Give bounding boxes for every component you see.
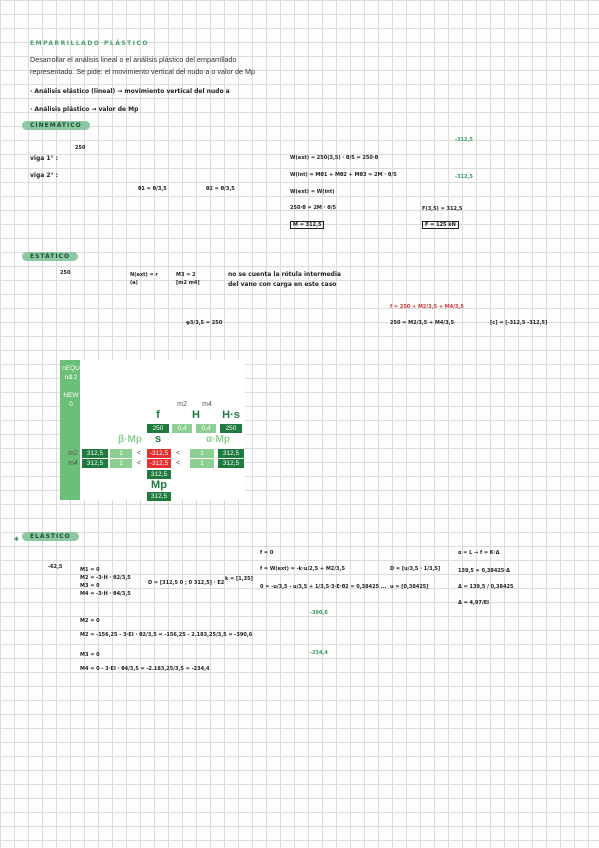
el-c5: u = [0,38425]	[390, 584, 429, 590]
cin-force: F(3,5) = 312,5	[422, 206, 463, 212]
cin-eq-3: W(ext) = W(int)	[290, 189, 335, 195]
est-eq-d: [c] = [-312,5 -312,5]	[490, 320, 548, 326]
sheet-f-value: 250	[147, 424, 169, 433]
sheet-row1-beta: 312,5	[82, 449, 108, 458]
sheet-row2-label: m4	[68, 460, 78, 467]
el-a4: M4 = -3·H · θ4/3,5	[80, 591, 131, 597]
sheet-row1-s: -312,5	[147, 449, 171, 458]
est-note-3: no se cuenta la rótula intermedia	[228, 271, 341, 278]
cin-result: M = 312,5	[290, 221, 325, 230]
el-c2: f = W(ext) = -k·u/2,5 + M2/3,5	[260, 566, 345, 572]
sheet-h-m2: 0,4	[172, 424, 192, 433]
el-c3: 0 = -u/3,5 - u/3,5 + 1/3,5·3·E·θ2 = 0,38…	[260, 584, 387, 590]
el-k: k = [1,35]	[225, 576, 253, 582]
viga-1-label: viga 1° :	[30, 155, 59, 162]
bullet-plastic: · Análisis plástico → valor de Mp	[30, 106, 139, 113]
section-estatico: ESTÁTICO	[22, 252, 79, 261]
plot-label-1: -312,5	[455, 137, 473, 143]
cin-eq-4: 250·θ = 2M · θ/5	[290, 205, 337, 211]
sheet-row2-alpha: 312,5	[218, 459, 244, 468]
sheet-row1-alpha-coef: 1	[190, 449, 214, 458]
sheet-row1-alpha: 312,5	[218, 449, 244, 458]
sheet-row2-alpha-coef: 1	[190, 459, 214, 468]
el-c1: f = 0	[260, 550, 274, 556]
el-d1: α = L → f = K·Δ	[458, 550, 500, 556]
est-note-1b: (a)	[130, 280, 138, 286]
sheet-sum: 312,5	[147, 470, 171, 479]
section-elastico: ELÁSTICO	[22, 532, 79, 541]
el-b3: M3 = 0	[80, 652, 100, 658]
sheet-alpha-header: α·Mp	[206, 434, 230, 445]
sheet-h-m4: 0,4	[196, 424, 216, 433]
el-d4: Δ = 4,97/EI	[458, 600, 489, 606]
intro-line-1: Desarrollar el análisis lineal o el anál…	[30, 55, 237, 64]
page-title: EMPARRILLADO PLÁSTICO	[30, 40, 150, 47]
sheet-hs-header: H·s	[222, 409, 240, 421]
cin-eq-1: W(ext) = 250(3,5) · θ/5 = 250·θ	[290, 155, 379, 161]
el-a2: M2 = -3·H · θ2/3,5	[80, 575, 131, 581]
el-a3: M3 = 0	[80, 583, 100, 589]
sheet-beta-header: β·Mp	[118, 434, 142, 445]
sheet-side-3: NEW 0	[63, 392, 79, 408]
sheet-side-1: nEQU 1	[62, 365, 80, 381]
viga-2-label: viga 2° :	[30, 172, 59, 179]
sheet-side-column	[60, 360, 80, 500]
sheet-m4-header: m4	[202, 401, 212, 408]
sheet-m2-header: m2	[177, 401, 187, 408]
el-c4: D = [u/3,5 · 1/3,5]	[390, 566, 441, 572]
el-label-234: -234,4	[310, 650, 328, 656]
sheet-side-2: nα 2	[64, 374, 78, 381]
est-eq-a: φ3/3,5 = 250	[186, 320, 223, 326]
sheet-row1-lt2: <	[175, 450, 181, 457]
sheet-row1-label: m2	[68, 450, 78, 457]
intro-line-2: representado. Se pide: el movimiento ver…	[30, 67, 255, 76]
length-label: 250	[75, 145, 86, 151]
est-note-2: M3 = 2	[176, 272, 196, 278]
sheet-row1-lt1: <	[136, 450, 142, 457]
est-length: 250	[60, 270, 71, 276]
sheet-row2-lt1: <	[136, 460, 142, 467]
sheet-row1-coef: 1	[110, 449, 132, 458]
sheet-mp-value: 312,5	[147, 492, 171, 501]
el-b1: M2 = 0	[80, 618, 100, 624]
sheet-row2-coef: 1	[110, 459, 132, 468]
cin-eq-2: W(int) = Mθ1 + Mθ2 + Mθ3 = 2M · θ/5	[290, 172, 397, 178]
plot-label-2: -312,5	[455, 174, 473, 180]
cin-result-2: F = 125 kN	[422, 221, 459, 230]
el-matrix: D = [312,5 0 ; 0 312,5] · E2	[148, 580, 225, 586]
est-eq-b: f = 250 + M2/3,5 + M4/3,5	[390, 304, 464, 310]
el-b2: M2 = -156,25 - 3·EI · θ2/3,5 = -156,25 -…	[80, 632, 253, 638]
spreadsheet: nEQU 1 nα 2 NEW 0 m2 m4 f H H·s 250 0,4 …	[60, 360, 245, 501]
el-b4: M4 = 0 - 3·EI · θ4/3,5 = -2.183,25/3,5 =…	[80, 666, 210, 672]
est-note-4: del vano con carga en este caso	[228, 281, 337, 288]
el-d2: 139,5 = 0,38425·Δ	[458, 568, 511, 574]
el-label-390: -390,6	[310, 610, 328, 616]
sheet-s-header: s	[154, 433, 162, 445]
theta2-label: θ2 = θ/3,5	[206, 186, 235, 192]
sheet-row2-beta: 312,5	[82, 459, 108, 468]
est-eq-c: 250 = M2/3,5 + M4/3,5	[390, 320, 455, 326]
est-note-1: N(ext) = r	[130, 272, 158, 278]
el-label-625: -62,5	[48, 564, 63, 570]
section-marker-icon: ✱	[14, 536, 20, 543]
section-cinematico: CINEMÁTICO	[22, 121, 90, 130]
sheet-row2-s: -312,5	[147, 459, 171, 468]
el-a1: M1 = 0	[80, 567, 100, 573]
sheet-hs-value: 250	[220, 424, 242, 433]
theta1-label: θ1 = θ/3,5	[138, 186, 167, 192]
sheet-row2-lt2: <	[175, 460, 181, 467]
sheet-h-header: H	[192, 409, 200, 421]
sheet-mp-header: Mp	[151, 479, 167, 491]
sheet-f-header: f	[156, 409, 160, 421]
bullet-elastic: · Análisis elástico (lineal) → movimient…	[30, 88, 230, 95]
est-note-2b: [m2 m4]	[176, 280, 200, 286]
el-d3: Δ = 139,5 / 0,38425	[458, 584, 514, 590]
